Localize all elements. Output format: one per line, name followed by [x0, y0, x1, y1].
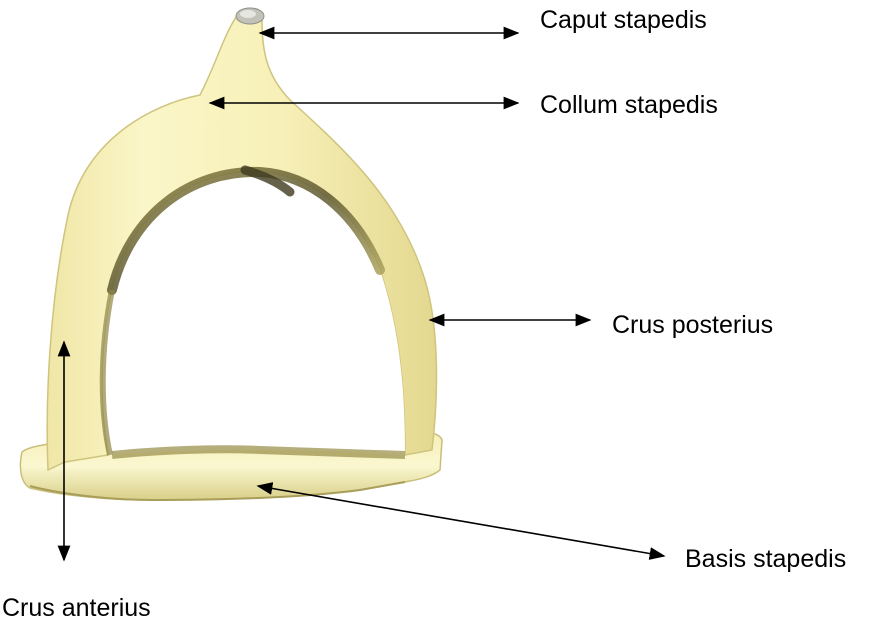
crus-anterius-label: Crus anterius [2, 596, 151, 621]
caput-stapedis-label: Caput stapedis [540, 8, 707, 33]
basis-arrow [258, 486, 664, 556]
caput-cap-shape [236, 8, 264, 24]
crus-posterius-label: Crus posterius [612, 313, 773, 338]
basis-stapedis-label: Basis stapedis [685, 547, 846, 572]
collum-stapedis-label: Collum stapedis [540, 93, 718, 118]
